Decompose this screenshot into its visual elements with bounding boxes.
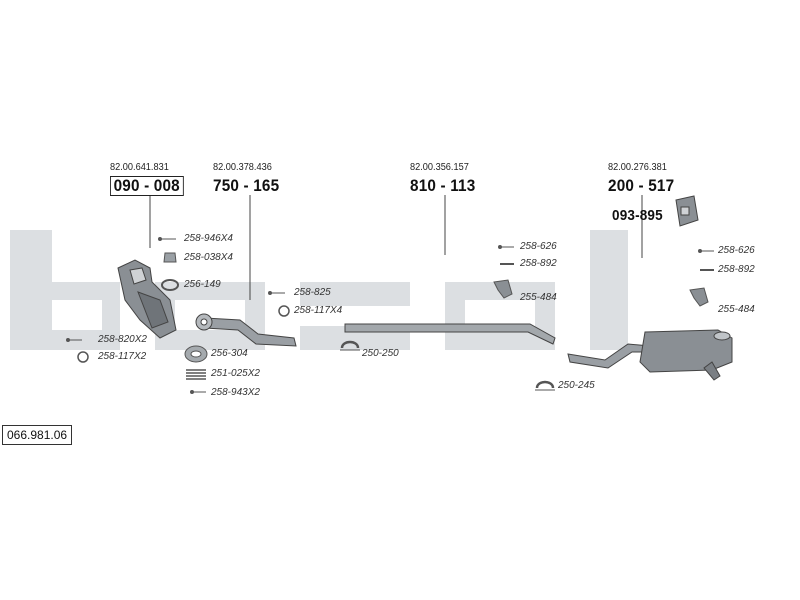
accessory-label: 256-304	[211, 348, 248, 359]
accessory-label: 258-117X4	[294, 305, 343, 316]
rear-silencer-oem-number: 82.00.276.381	[608, 162, 667, 173]
catalyst-ref-number[interactable]: 090 - 008	[110, 176, 184, 196]
hanger-bracket-part	[675, 195, 699, 227]
accessory-label: 256-149	[184, 279, 221, 290]
accessory-label: 258-117X2	[98, 351, 147, 362]
accessory-label: 258-892	[718, 264, 755, 275]
accessory-label: 258-626	[718, 245, 755, 256]
front-pipe-oem-number: 82.00.378.436	[213, 162, 272, 173]
diagram-code-label: 066.981.06	[2, 425, 73, 445]
front-pipe-part	[195, 313, 297, 347]
rear-silencer-ref-number[interactable]: 200 - 517	[608, 176, 675, 195]
accessory-parts	[66, 237, 714, 394]
leader-lines	[149, 195, 643, 300]
catalyst-oem-number: 82.00.641.831	[110, 162, 169, 173]
hanger-bracket-ref-number[interactable]: 093-895	[612, 207, 663, 224]
accessory-label: 251-025X2	[211, 368, 260, 379]
accessory-label: 255-484	[718, 304, 755, 315]
accessory-label: 258-892	[520, 258, 557, 269]
accessory-label: 258-038X4	[184, 252, 233, 263]
accessory-label: 255-484	[520, 292, 557, 303]
catalyst-part	[117, 259, 177, 339]
front-pipe-ref-number[interactable]: 750 - 165	[213, 176, 280, 195]
accessory-label: 258-820X2	[98, 334, 147, 345]
accessory-label: 258-943X2	[211, 387, 260, 398]
middle-pipe-oem-number: 82.00.356.157	[410, 162, 469, 173]
accessory-label: 250-250	[362, 348, 399, 359]
accessory-label: 258-946X4	[184, 233, 233, 244]
accessory-label: 250-245	[558, 380, 595, 391]
middle-pipe-ref-number[interactable]: 810 - 113	[410, 176, 476, 195]
accessory-label: 258-626	[520, 241, 557, 252]
middle-pipe-part	[344, 323, 556, 345]
accessory-label: 258-825	[294, 287, 331, 298]
rear-silencer-part	[567, 329, 733, 381]
